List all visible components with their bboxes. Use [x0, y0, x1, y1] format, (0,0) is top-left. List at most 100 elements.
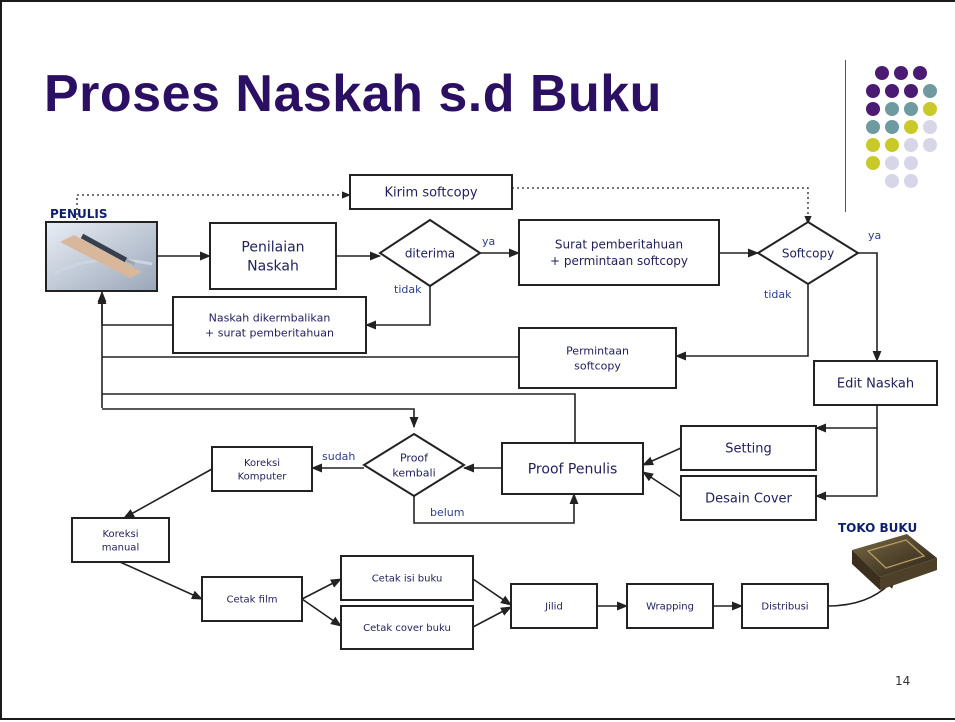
node-setting: Setting [680, 425, 817, 471]
node-label: Kirim softcopy [384, 186, 477, 201]
node-jilid: Jilid [510, 583, 598, 629]
arrow-edit-desain [814, 428, 878, 501]
node-box [626, 583, 714, 629]
decor-dot [904, 84, 918, 98]
node-box [680, 475, 817, 521]
decision-diamond [756, 220, 860, 286]
node-label: Komputer [238, 471, 288, 482]
decor-dot [923, 84, 937, 98]
page-number: 14 [895, 674, 911, 688]
arrow-desain-proof [642, 471, 682, 498]
node-label: Cetak cover buku [363, 623, 451, 634]
page-title: Proses Naskah s.d Buku [44, 65, 662, 123]
node-softcopy: Softcopy [756, 220, 860, 286]
node-box [340, 605, 474, 650]
node-box [518, 327, 677, 389]
node-box [172, 296, 367, 354]
decor-dot [866, 120, 880, 134]
decor-dot [866, 156, 880, 170]
node-label: Naskah [247, 258, 299, 274]
arrow-cover-jilid [472, 606, 512, 628]
toko-buku-header: TOKO BUKU [838, 521, 917, 535]
node-box [741, 583, 829, 629]
arrow-film-cover [301, 598, 342, 627]
decor-dot [885, 156, 899, 170]
node-koreksi-manual: Koreksi manual [71, 517, 170, 563]
node-label: softcopy [574, 359, 621, 372]
node-diterima: diterima [378, 218, 482, 288]
arrow-softcopy-edit [857, 252, 882, 363]
line-proof-up [102, 393, 576, 443]
edge-label-sudah: sudah [322, 450, 355, 463]
edge-label-ya-diterima: ya [482, 235, 495, 248]
node-kirim-softcopy: Kirim softcopy [349, 174, 513, 210]
node-box [340, 555, 474, 601]
node-label: Proof [400, 452, 429, 465]
node-box [201, 576, 303, 622]
arrow-film-isi [301, 578, 342, 600]
connectors [76, 187, 896, 628]
toko-buku-image [852, 534, 937, 590]
decor-dot [904, 138, 918, 152]
arrow-naskah-kembali-penulis [97, 290, 173, 326]
decor-dot [885, 174, 899, 188]
decor-dot [866, 102, 880, 116]
decor-dot [866, 84, 880, 98]
arrow-edit-setting [814, 405, 878, 433]
node-box [813, 360, 938, 406]
arrow-komputer-manual [123, 468, 213, 519]
node-label: + surat pemberitahuan [205, 326, 334, 339]
decor-dot [885, 84, 899, 98]
edge-label-tidak-softcopy: tidak [764, 288, 792, 301]
decor-dot [923, 102, 937, 116]
node-cetak-cover-buku: Cetak cover buku [340, 605, 474, 650]
node-box [209, 222, 337, 290]
arrow-belum-proof [413, 492, 579, 524]
node-label: Setting [725, 442, 772, 457]
node-box [71, 517, 170, 563]
node-box [211, 446, 313, 492]
node-label: Jilid [544, 602, 563, 613]
edge-label-ya-softcopy: ya [868, 229, 881, 242]
penulis-header: PENULIS [50, 207, 108, 221]
dotted-line-to-kirim [76, 191, 351, 220]
decor-dot [866, 138, 880, 152]
node-label: Proof Penulis [528, 462, 618, 478]
edge-label-belum: belum [430, 506, 465, 519]
node-label: Cetak film [227, 595, 278, 606]
node-label: Naskah dikermbalikan [209, 312, 331, 325]
decor-dot [923, 120, 937, 134]
node-edit-naskah: Edit Naskah [813, 360, 938, 406]
edge-label-tidak-diterima: tidak [394, 283, 422, 296]
node-label: Penilaian [241, 240, 304, 256]
decor-dot [913, 66, 927, 80]
node-wrapping: Wrapping [626, 583, 714, 629]
decor-dot [904, 120, 918, 134]
arrow-isi-jilid [472, 578, 512, 606]
decision-diamond [362, 432, 466, 498]
node-cetak-film: Cetak film [201, 576, 303, 622]
node-label: Edit Naskah [837, 377, 914, 392]
title-divider [845, 60, 846, 212]
node-label: Surat pemberitahuan [555, 238, 683, 252]
node-label: Koreksi [244, 458, 280, 469]
node-proof-penulis: Proof Penulis [501, 442, 644, 495]
node-label: diterima [405, 246, 455, 260]
node-label: kembali [392, 466, 435, 479]
node-box [510, 583, 598, 629]
node-label: Distribusi [761, 602, 808, 613]
node-label: Koreksi [102, 529, 138, 540]
node-label: Wrapping [646, 602, 694, 613]
decor-dot [885, 102, 899, 116]
decor-dot [904, 102, 918, 116]
node-label: manual [102, 542, 139, 553]
decor-dot [885, 138, 899, 152]
node-distribusi: Distribusi [741, 583, 829, 629]
arrow-diterima-naskah-kembali [364, 284, 431, 330]
node-surat-pemberitahuan: Surat pemberitahuan+ permintaan softcopy [518, 219, 720, 286]
